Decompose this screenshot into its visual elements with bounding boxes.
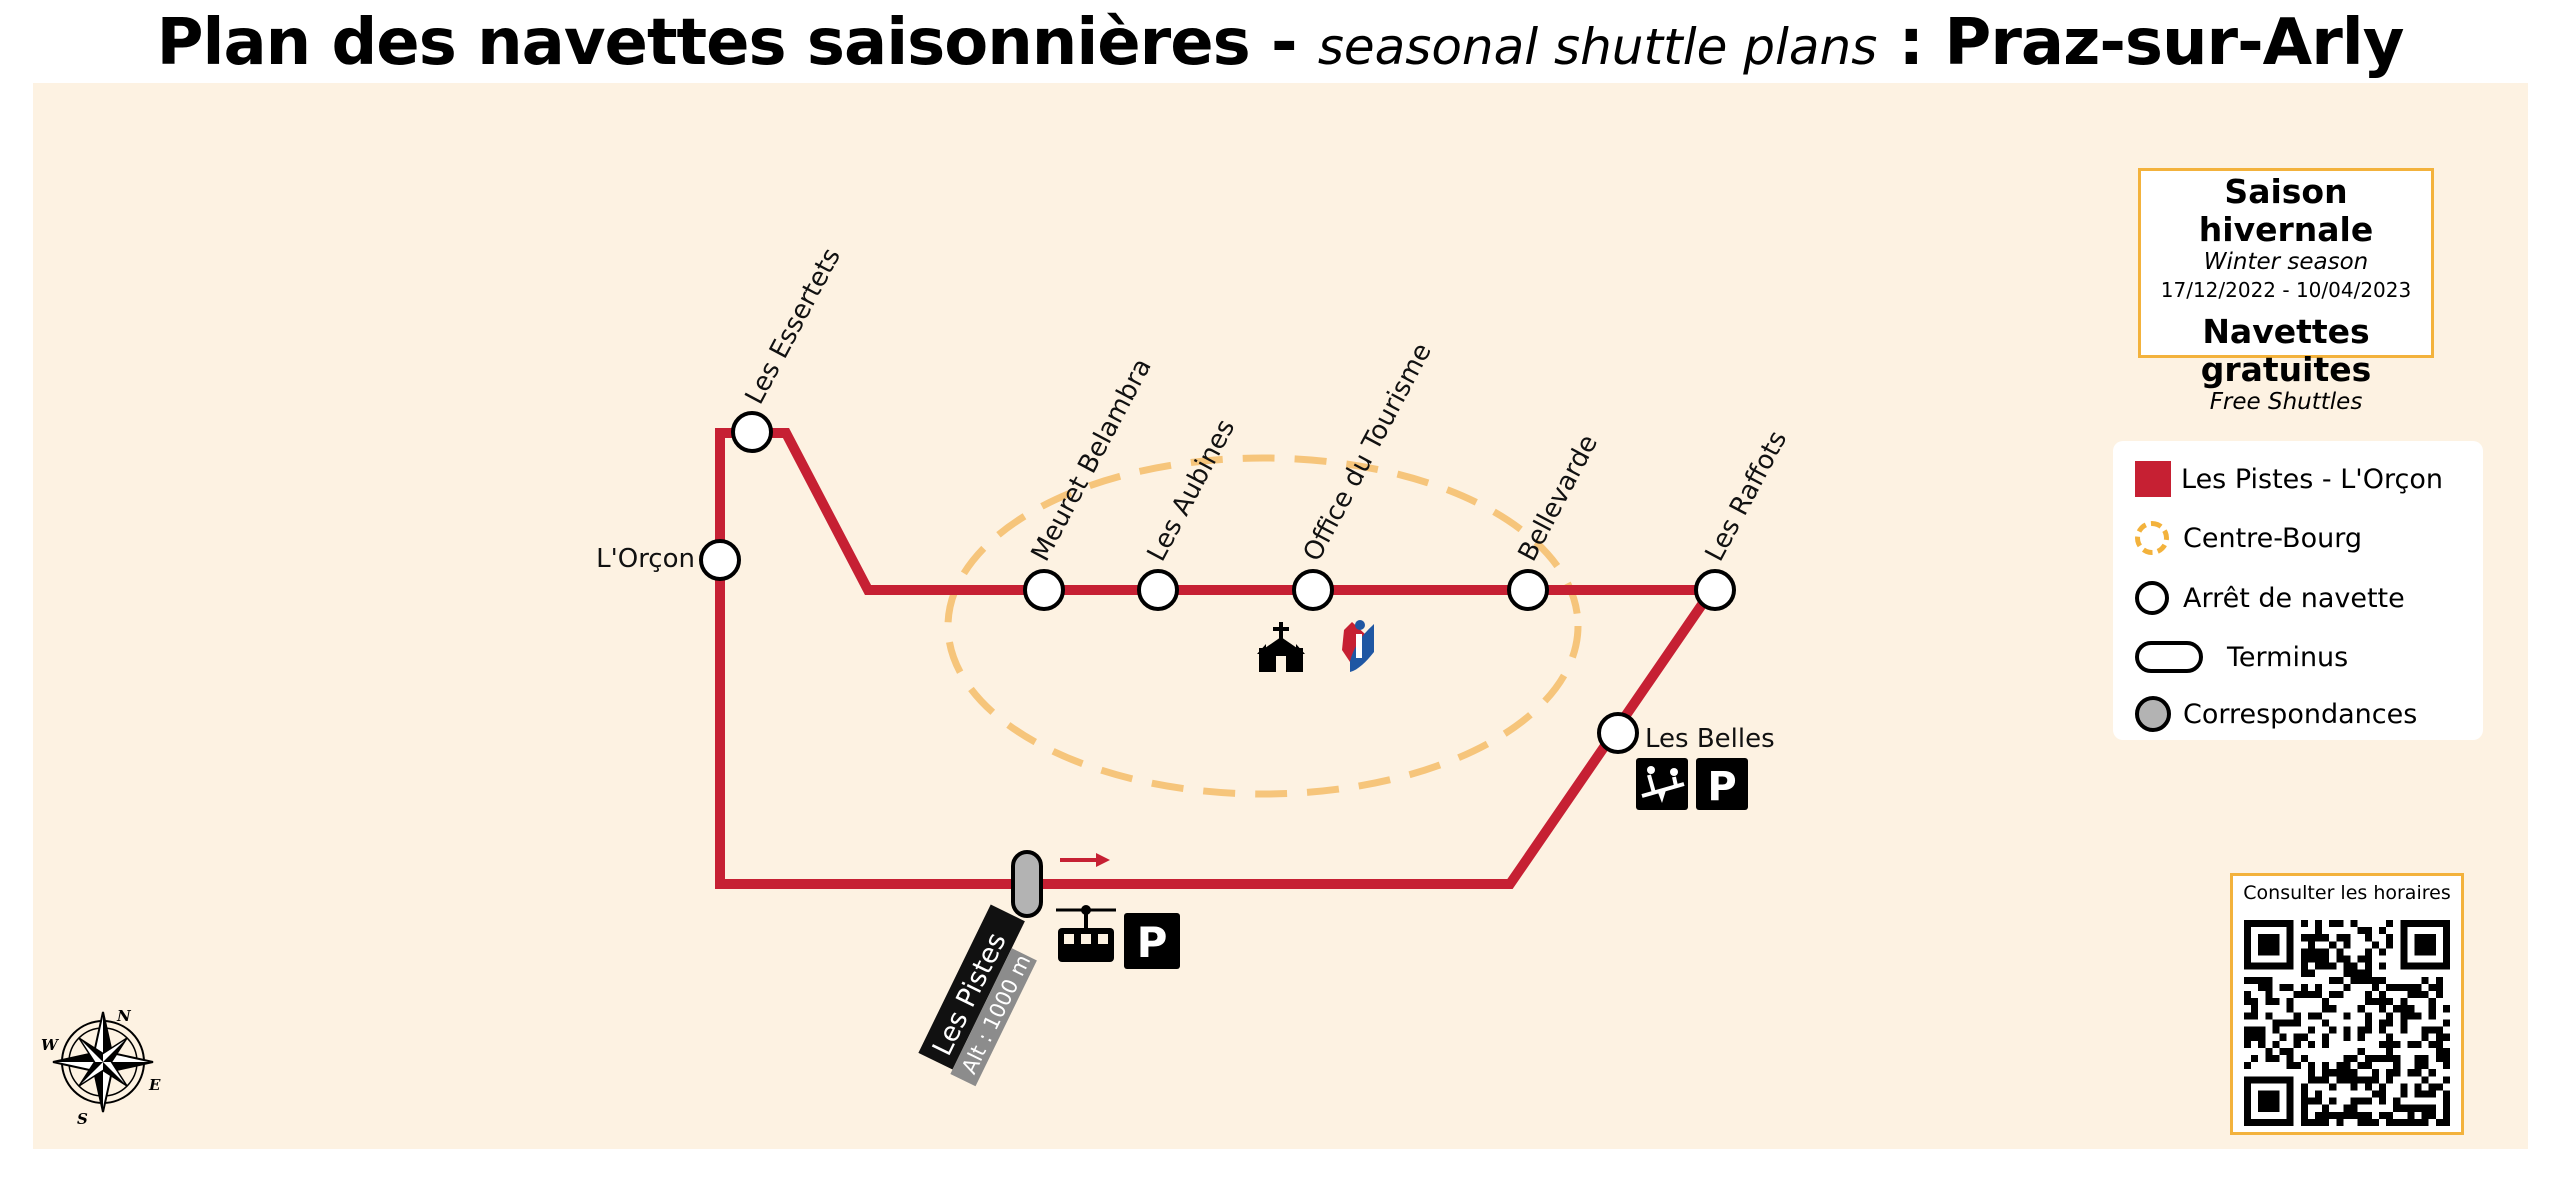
qr-box[interactable]: Consulter les horaires [2230, 873, 2464, 1135]
map-legend: Les Pistes - L'Orçon Centre-Bourg Arrêt … [2113, 441, 2483, 740]
legend-red-line-label: Les Pistes - L'Orçon [2181, 463, 2443, 495]
stop-tourisme[interactable] [1292, 569, 1334, 611]
legend-red-square-icon [2135, 461, 2171, 497]
gondola-lift-icon [1056, 905, 1116, 962]
map-background [33, 83, 2528, 1149]
tourist-office-icon [1342, 620, 1374, 672]
stop-essertets[interactable] [731, 411, 773, 453]
label-meuret: Meuret Belambra [1026, 354, 1158, 567]
qr-code-icon[interactable] [2244, 920, 2450, 1126]
free-shuttles: Navettes gratuites [2200, 312, 2372, 389]
title-main: Plan des navettes saisonnières - [156, 6, 1318, 80]
terminus-pistes[interactable] [1011, 850, 1043, 918]
label-orcon: L'Orçon [596, 544, 695, 574]
legend-stop-label: Arrêt de navette [2183, 582, 2405, 614]
legend-connection-circle-icon [2135, 696, 2171, 732]
season-info-box: Saison hivernale Winter season 17/12/202… [2138, 168, 2434, 415]
label-essertets: Les Essertets [740, 243, 847, 409]
legend-item-connection: Correspondances [2135, 694, 2417, 734]
page-title: Plan des navettes saisonnières - seasona… [0, 6, 2560, 80]
stop-meuret[interactable] [1023, 569, 1065, 611]
label-belles: Les Belles [1645, 724, 1775, 754]
legend-item-red-line: Les Pistes - L'Orçon [2135, 459, 2443, 499]
stop-orcon[interactable] [699, 539, 741, 581]
parking-icon-pistes: P [1124, 913, 1180, 969]
compass-e: E [148, 1076, 161, 1094]
legend-dashed-circle-icon [2135, 521, 2169, 555]
parking-letter-pistes: P [1137, 918, 1168, 967]
compass-w: W [41, 1036, 60, 1054]
legend-connection-label: Correspondances [2183, 698, 2418, 730]
label-tourisme: Office du Tourisme [1298, 338, 1438, 566]
legend-orange-loop-label: Centre-Bourg [2183, 522, 2362, 554]
legend-terminus-label: Terminus [2227, 641, 2349, 673]
legend-item-orange-loop: Centre-Bourg [2135, 518, 2362, 558]
stop-belles[interactable] [1597, 712, 1639, 754]
legend-stop-circle-icon [2135, 581, 2169, 615]
title-place: : Praz-sur-Arly [1877, 6, 2405, 80]
line-pistes-orcon [715, 428, 1717, 889]
label-aubines: Les Aubines [1142, 415, 1242, 567]
legend-item-terminus: Terminus [2135, 637, 2348, 677]
legend-item-stop: Arrêt de navette [2135, 578, 2405, 618]
pistes-label: Les Pistes Alt : 1000 m [918, 904, 1037, 1087]
stop-raffots[interactable] [1694, 569, 1736, 611]
season-title: Saison hivernale [2198, 172, 2374, 249]
parking-icon-belles: P [1696, 758, 1748, 810]
church-icon [1257, 622, 1305, 672]
centre-bourg-loop [944, 454, 1582, 798]
playground-icon [1636, 758, 1688, 810]
season-dates: 17/12/2022 - 10/04/2023 [2160, 278, 2412, 302]
stop-bellevarde[interactable] [1507, 569, 1549, 611]
free-shuttles-en: Free Shuttles [2209, 389, 2363, 415]
qr-caption: Consulter les horaires [2243, 882, 2451, 904]
stop-aubines[interactable] [1137, 569, 1179, 611]
compass-s: S [77, 1110, 88, 1128]
compass-n: N [116, 1007, 132, 1025]
label-bellevarde: Bellevarde [1513, 430, 1604, 566]
season-title-en: Winter season [2203, 249, 2369, 275]
title-subtitle: seasonal shuttle plans [1317, 18, 1878, 76]
compass-rose-icon: N E S W [41, 1007, 161, 1128]
label-raffots: Les Raffots [1700, 426, 1794, 566]
parking-letter-belles: P [1707, 764, 1736, 810]
direction-arrow-icon [1060, 853, 1110, 867]
legend-terminus-pill-icon [2135, 641, 2203, 673]
